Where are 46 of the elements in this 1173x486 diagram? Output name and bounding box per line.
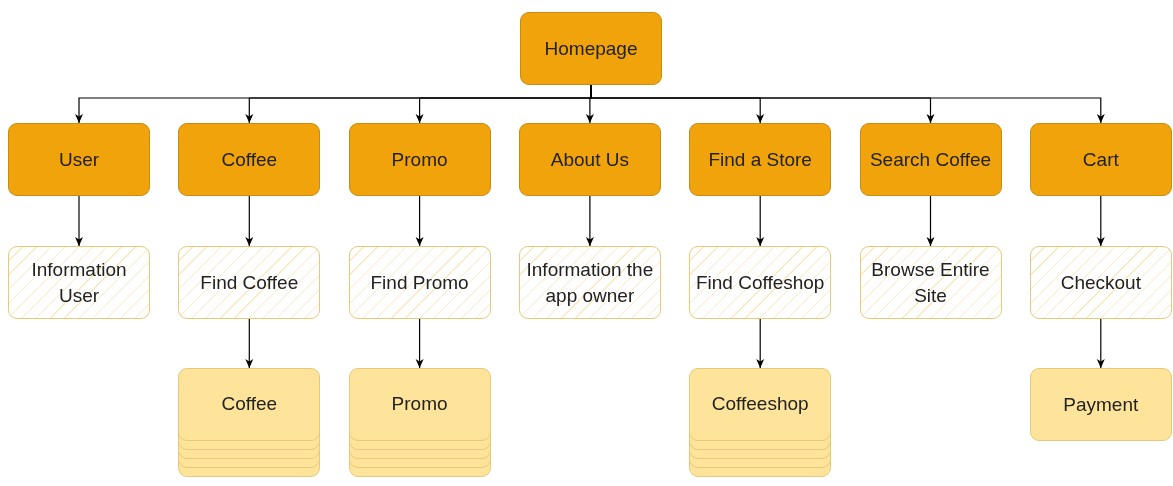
- node-label: Find Promo: [370, 270, 469, 295]
- node-label: Checkout: [1060, 270, 1141, 295]
- hatched-box: [348, 246, 491, 319]
- node-label: About Us: [550, 147, 629, 172]
- hatched-box: [8, 246, 150, 319]
- process-box: [348, 123, 491, 196]
- process-box: [1029, 368, 1172, 441]
- process-box: [520, 12, 662, 85]
- node-label: Coffeeshop: [711, 392, 809, 416]
- hatched-box: [1029, 246, 1172, 319]
- hatched-box: [689, 246, 832, 319]
- arrow: [926, 195, 935, 247]
- node-label: Payment: [1063, 392, 1139, 417]
- arrow: [585, 195, 594, 247]
- hatched-box: [859, 246, 1002, 319]
- node-label: Homepage: [544, 36, 638, 61]
- node-label: User: [58, 147, 100, 172]
- node-label: Find Coffeshop: [695, 270, 825, 295]
- arrow: [1096, 318, 1105, 369]
- arrow: [245, 195, 254, 247]
- process-box: [859, 123, 1002, 196]
- arrow: [75, 195, 83, 247]
- process-box: [8, 123, 150, 196]
- arrow: [245, 318, 254, 369]
- hatched-box: [518, 246, 661, 319]
- process-box: [1029, 123, 1172, 196]
- process-box: [689, 123, 832, 196]
- node-label: Coffee: [221, 147, 278, 172]
- node-label: Promo: [391, 147, 448, 172]
- node-label: Search Coffee: [869, 147, 992, 172]
- arrow: [415, 195, 424, 247]
- process-box: [518, 123, 661, 196]
- node-label: Information User: [30, 257, 128, 308]
- arrow: [756, 195, 765, 247]
- node-label: Browse Entire Site: [870, 257, 991, 308]
- node-label: Coffee: [221, 392, 278, 416]
- node-label: Cart: [1082, 147, 1119, 172]
- node-label: Find Coffee: [200, 270, 299, 295]
- arrow: [415, 318, 424, 369]
- hatched-box: [178, 246, 321, 319]
- node-label: Information the app owner: [525, 257, 655, 308]
- process-box: [178, 123, 321, 196]
- arrow: [756, 318, 765, 369]
- node-label: Find a Store: [708, 147, 812, 172]
- arrow: [1096, 195, 1105, 247]
- node-label: Promo: [391, 392, 448, 416]
